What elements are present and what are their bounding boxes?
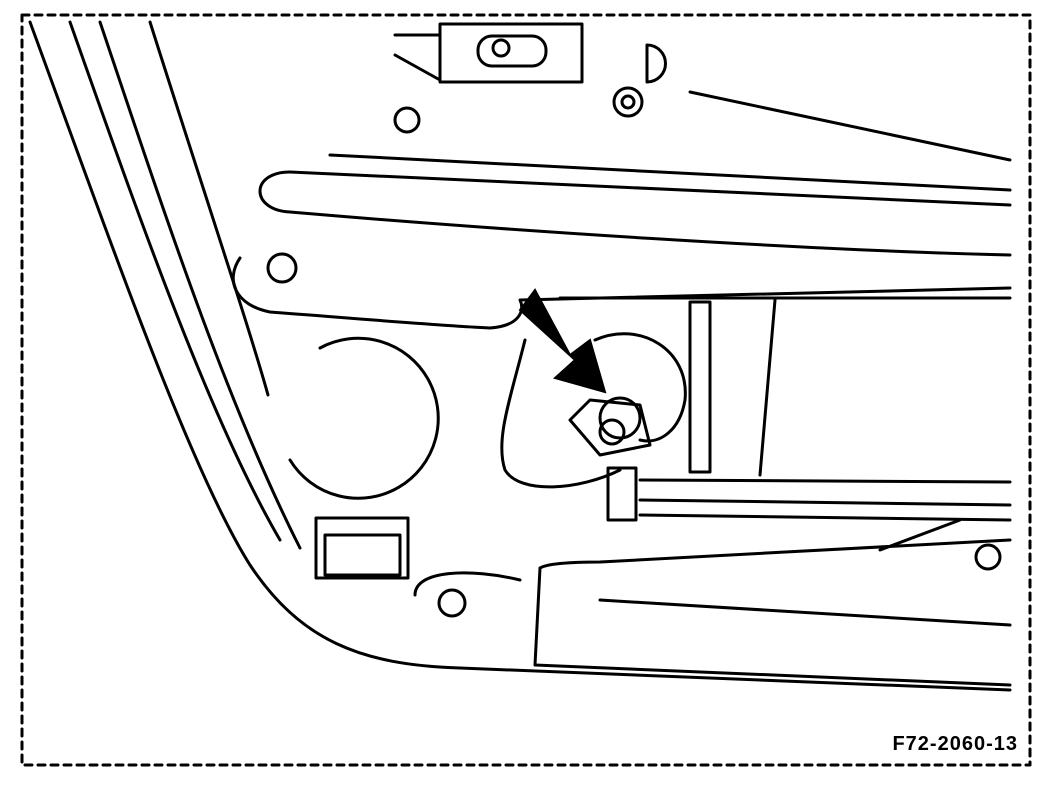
middle-rail-outer [231,256,1012,330]
dashed-border-frame [20,13,1032,767]
top-bolt-inner [620,94,636,110]
regulator-strip-line [758,298,777,477]
top-small-hole [393,106,421,134]
lower-window-line-3 [638,513,1012,522]
side-switch-button [323,533,402,577]
door-inner-edge-2 [98,20,302,550]
top-latch-slot [476,34,548,68]
lower-panel-line-2 [878,518,962,552]
door-outer-edge [28,20,1012,692]
top-latch-plate [438,22,584,84]
upper-line-1 [688,90,1012,162]
pointer-arrow [518,288,607,394]
top-d-hole [645,43,667,84]
upper-line-2 [328,153,1012,192]
regulator-bolt-inner [598,418,626,446]
lower-panel-hole [437,588,467,618]
connector-clip [606,466,638,522]
lower-window-line-1 [638,478,1012,484]
upper-rail-top [288,170,1012,207]
lower-panel [533,538,1012,687]
lower-hole-boss [413,571,522,597]
top-bolt-outer [612,86,644,118]
regulator-circle [593,332,687,443]
top-latch-bracket [393,33,442,82]
regulator-loop [500,338,622,489]
regulator-bolt-outer [598,396,642,440]
door-inner-edge-1 [68,20,282,542]
top-latch-hole [491,38,511,58]
large-circle-opening [288,336,440,500]
figure-id-label: F72-2060-13 [892,733,1018,755]
door-inner-edge-3 [148,20,270,397]
lower-panel-line-1 [598,598,1012,627]
middle-rail-hole [266,252,298,284]
side-switch-housing [314,516,410,580]
regulator-bracket [568,398,652,457]
right-panel-hole [974,543,1002,571]
regulator-vertical-strip [688,300,712,474]
upper-rail [258,170,1012,257]
lower-window-line-2 [638,498,1012,507]
